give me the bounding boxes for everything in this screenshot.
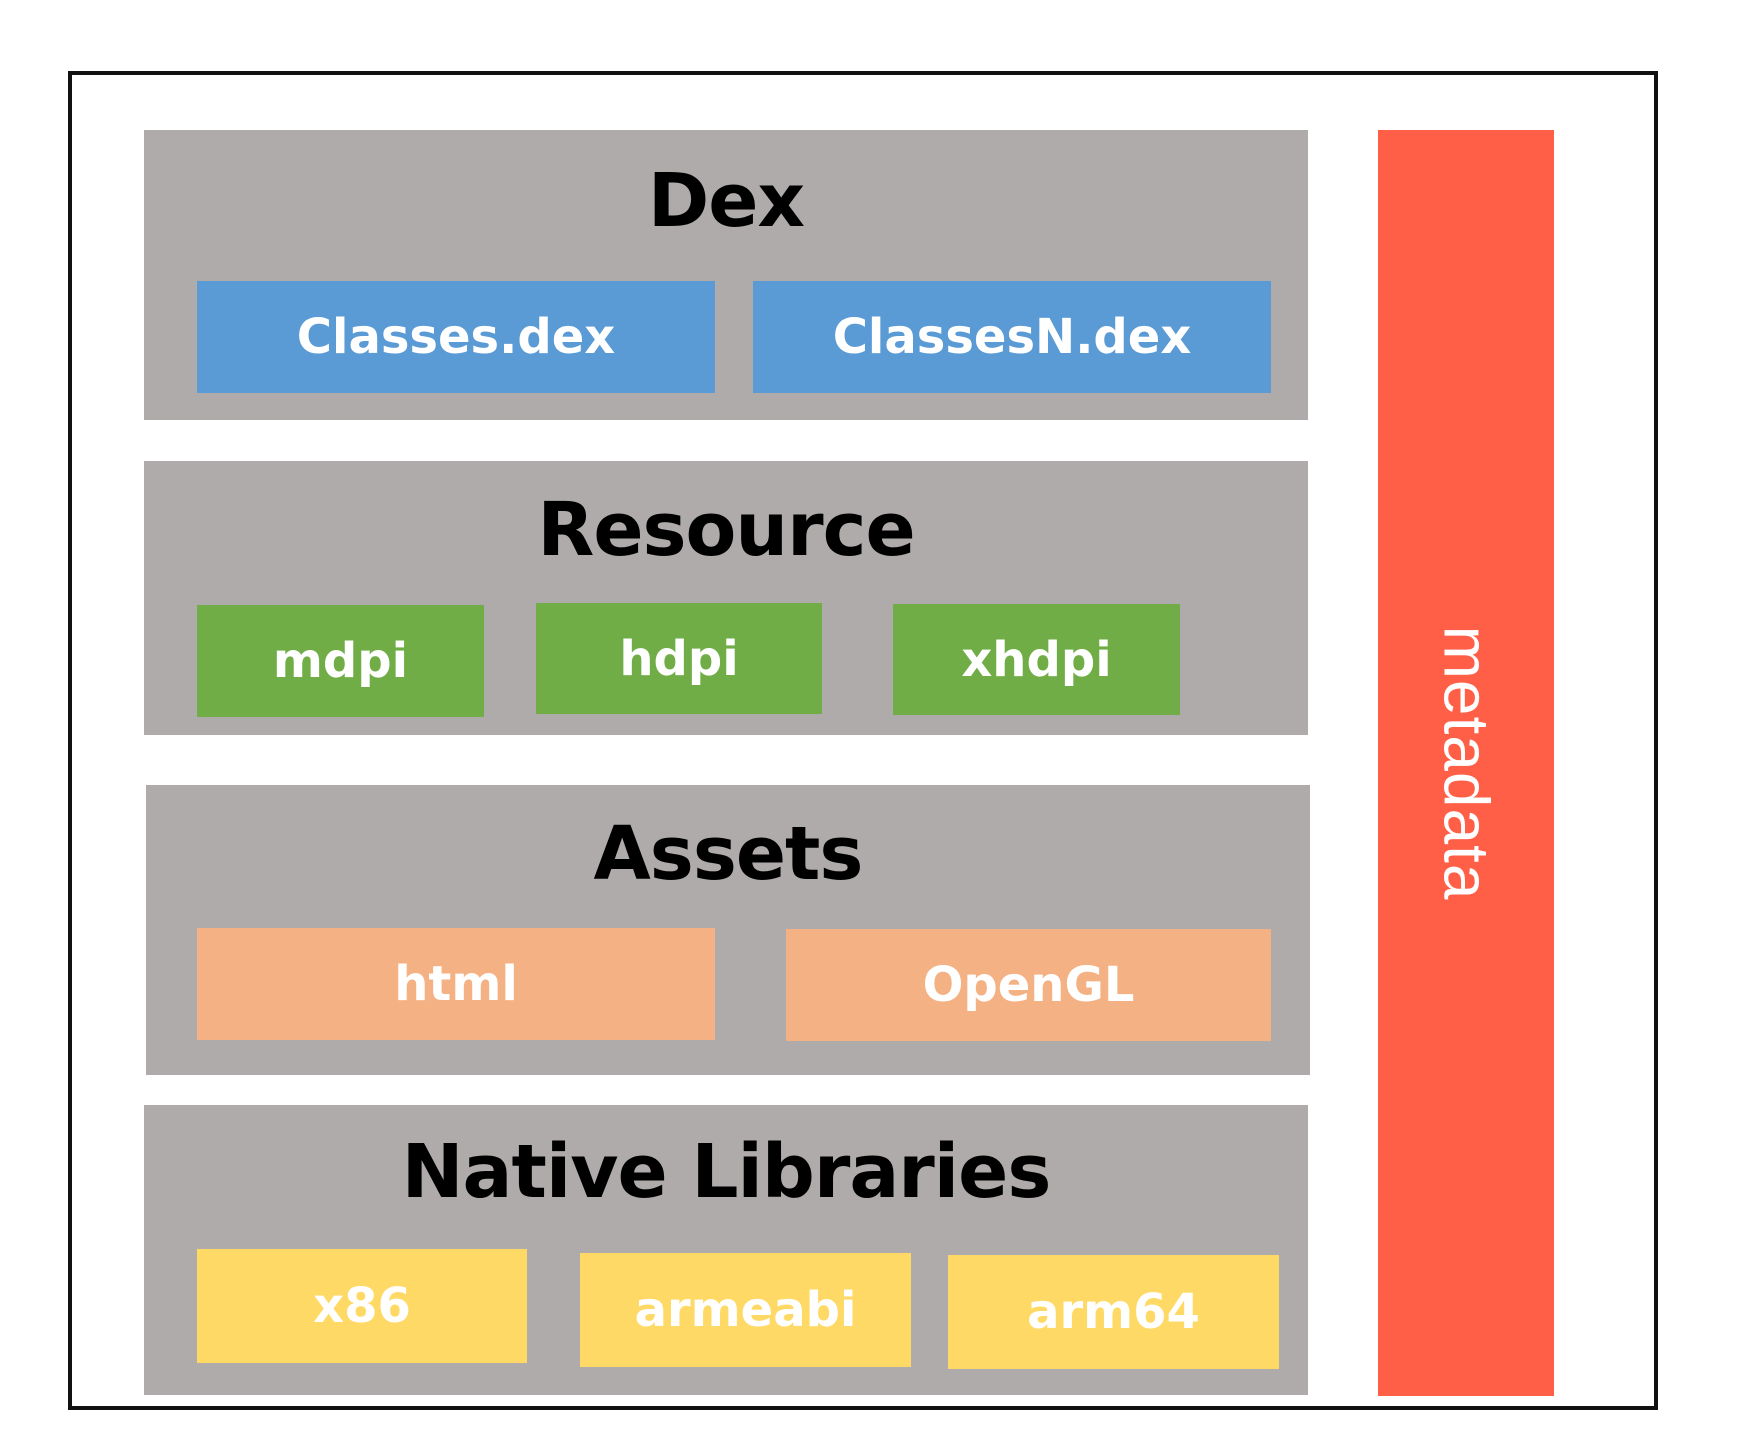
native-item-arm64: arm64	[948, 1255, 1279, 1369]
assets-title: Assets	[593, 811, 864, 897]
dex-item-classes: Classes.dex	[197, 281, 715, 393]
native-libraries-title: Native Libraries	[401, 1129, 1052, 1215]
resource-title: Resource	[537, 487, 915, 573]
metadata-bar: metadata	[1378, 130, 1554, 1396]
assets-item-html: html	[197, 928, 715, 1040]
resource-item-hdpi: hdpi	[536, 603, 822, 714]
native-libraries-section: Native Libraries x86 armeabi arm64	[144, 1105, 1308, 1395]
dex-item-classesn: ClassesN.dex	[753, 281, 1271, 393]
assets-section: Assets html OpenGL	[146, 785, 1310, 1075]
resource-item-xhdpi: xhdpi	[893, 604, 1180, 715]
native-item-x86: x86	[197, 1249, 527, 1363]
resource-item-mdpi: mdpi	[197, 605, 484, 717]
metadata-label: metadata	[1430, 625, 1502, 901]
resource-section: Resource mdpi hdpi xhdpi	[144, 461, 1308, 735]
dex-title: Dex	[647, 158, 805, 244]
native-item-armeabi: armeabi	[580, 1253, 911, 1367]
assets-item-opengl: OpenGL	[786, 929, 1271, 1041]
dex-section: Dex Classes.dex ClassesN.dex	[144, 130, 1308, 420]
